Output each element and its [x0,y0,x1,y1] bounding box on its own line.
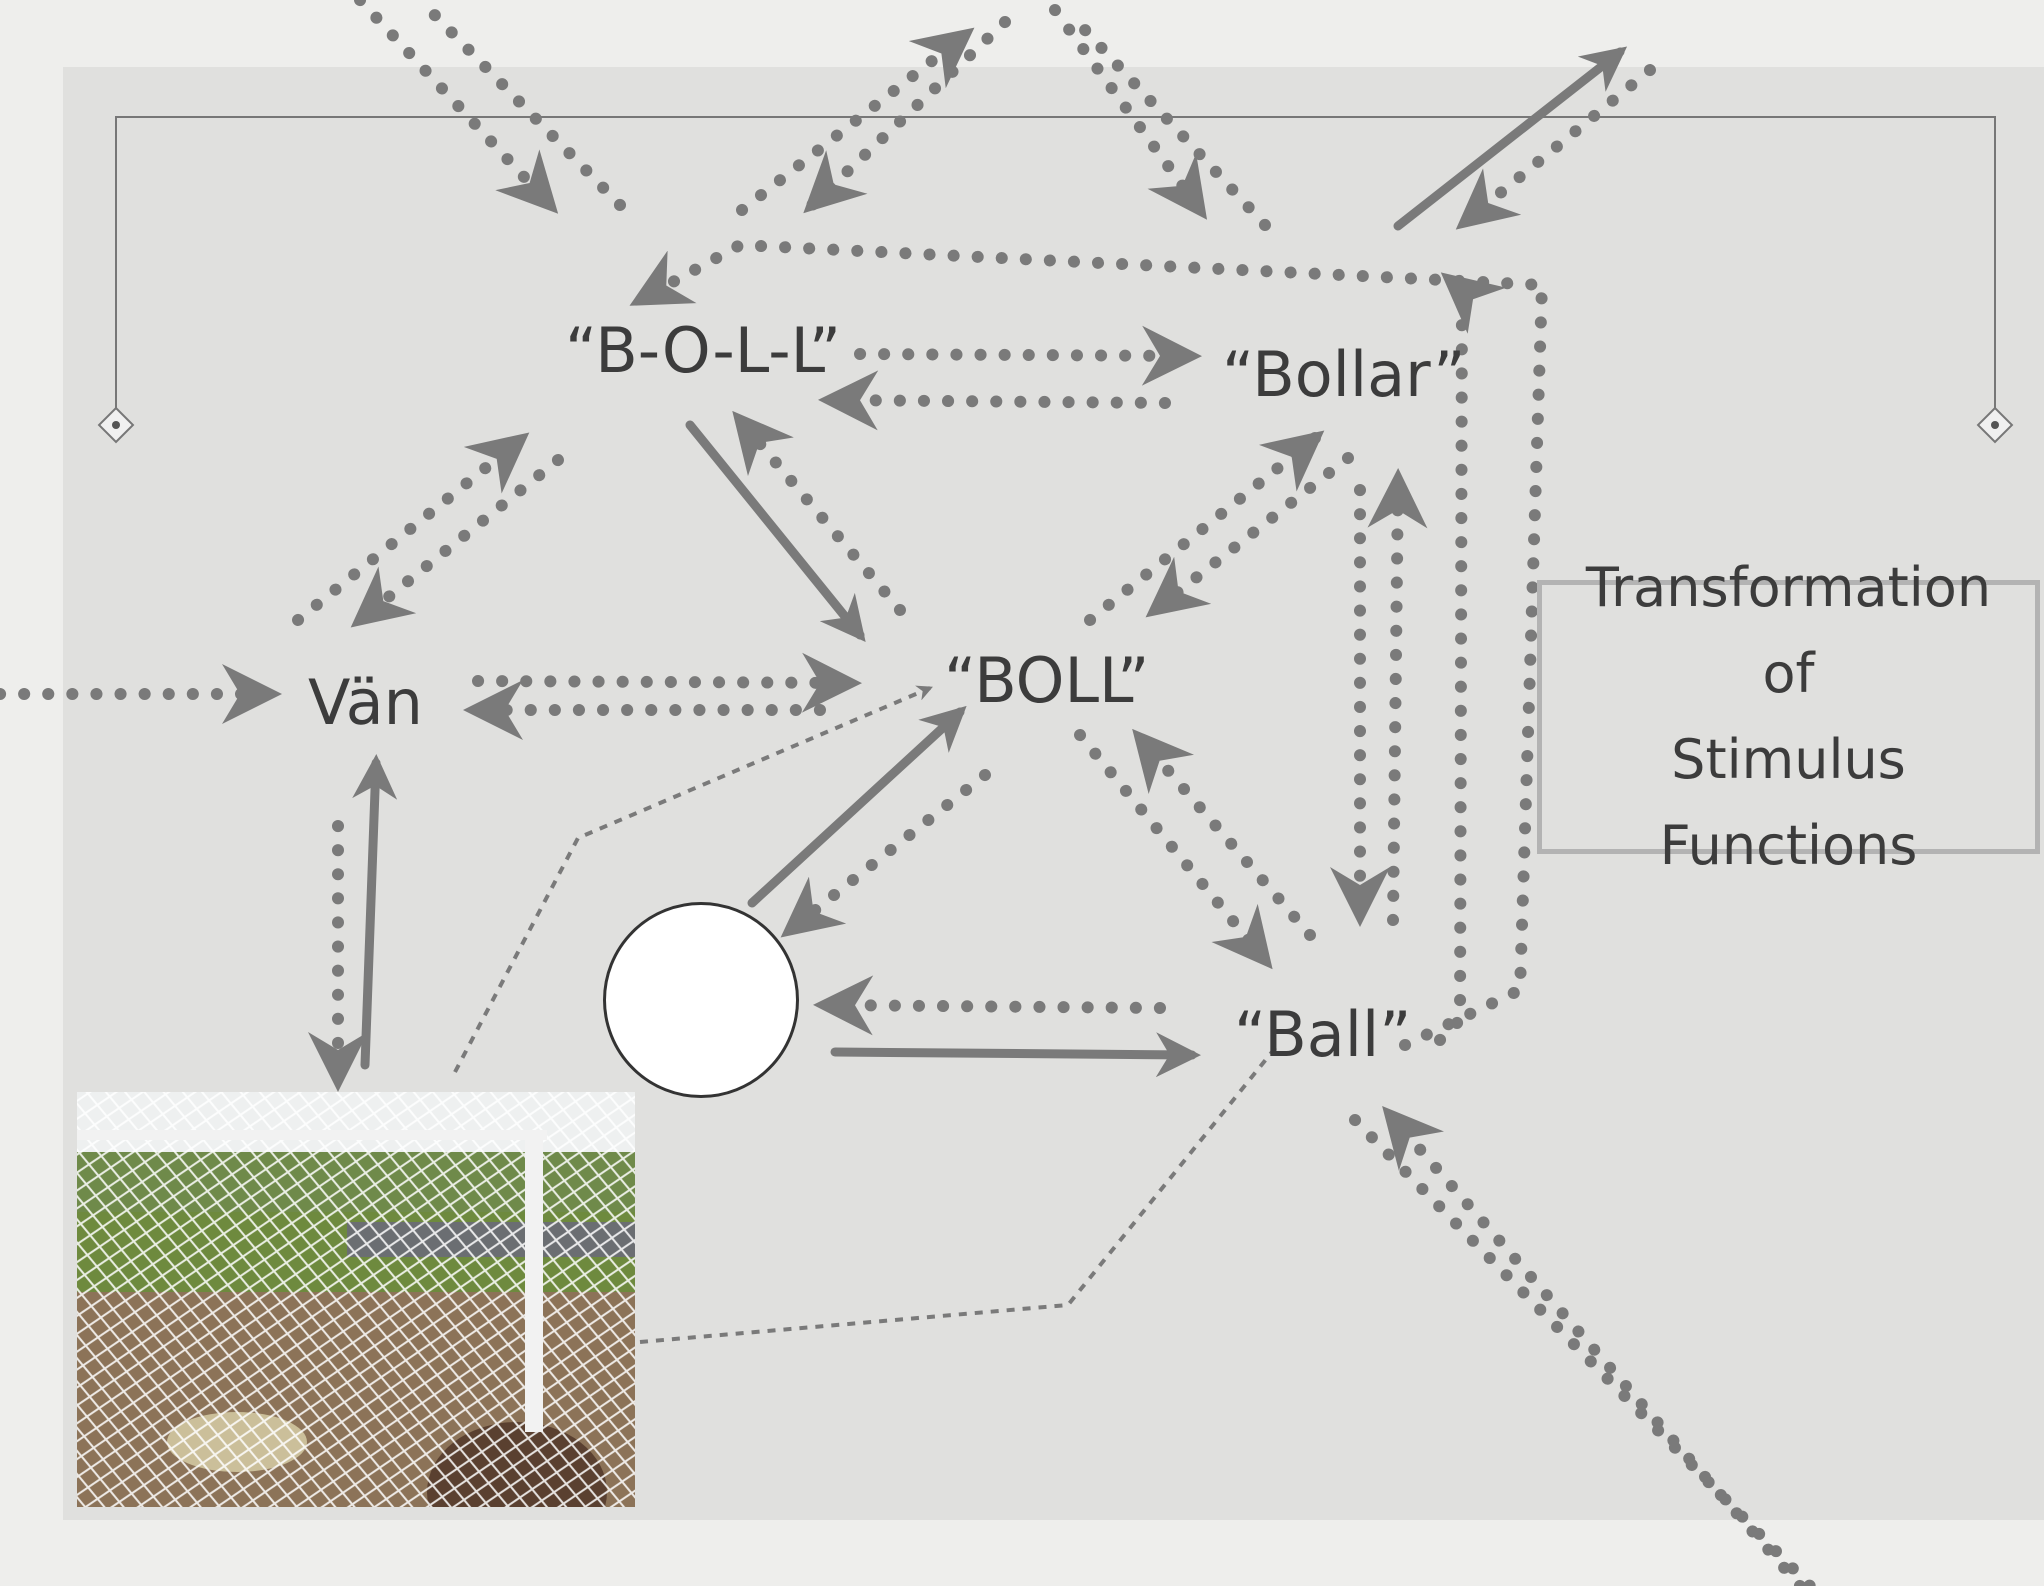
football-photo-image [77,1092,635,1507]
node-van: Vän [308,666,423,739]
transformation-box: Transformation of Stimulus Functions [1537,556,2040,877]
node-boll: “BOLL” [944,644,1150,717]
football-photo [77,1092,635,1507]
transformation-line-3: Stimulus Functions [1659,728,1918,877]
dotted-arrows [0,0,1816,1586]
top-bracket [97,116,2014,444]
node-ball: “Ball” [1234,998,1412,1071]
transformation-line-2: of [1762,642,1815,705]
ball-circle [603,902,799,1098]
node-boll-spelled: “B-O-L-L” [565,314,841,387]
node-bollar: “Bollar” [1222,338,1466,411]
solid-arrows [352,46,1628,1078]
transformation-line-1: Transformation [1585,556,1992,619]
dashed-lines [453,685,1282,1344]
